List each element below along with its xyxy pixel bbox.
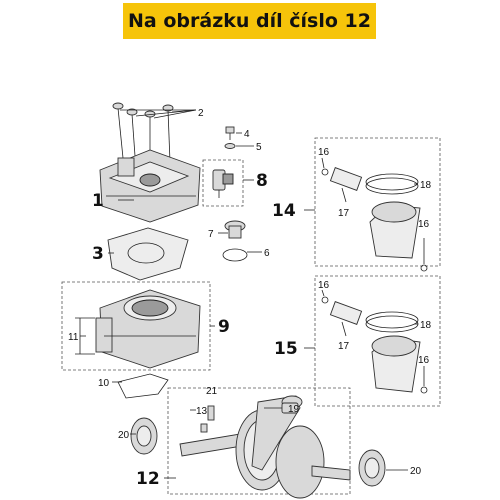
label-15: 15 bbox=[274, 339, 298, 359]
label-17b: 17 bbox=[338, 341, 350, 352]
piston-assembly-upper bbox=[321, 167, 428, 272]
label-17a: 17 bbox=[338, 208, 350, 219]
label-16c: 16 bbox=[318, 280, 330, 291]
group-box-8 bbox=[202, 159, 244, 207]
label-4: 4 bbox=[244, 129, 250, 140]
title-banner: Na obrázku díl číslo 12 bbox=[123, 3, 376, 39]
group-box-14 bbox=[314, 137, 441, 267]
label-8: 8 bbox=[256, 171, 268, 191]
temperature-sensor bbox=[212, 169, 234, 198]
label-1: 1 bbox=[92, 191, 104, 211]
label-7: 7 bbox=[208, 229, 214, 240]
label-16a: 16 bbox=[318, 147, 330, 158]
label-20a: 20 bbox=[118, 430, 130, 441]
piston-assembly-lower bbox=[321, 296, 428, 394]
cylinder bbox=[95, 289, 201, 369]
cylinder-head bbox=[99, 149, 201, 223]
label-16d: 16 bbox=[418, 355, 430, 366]
label-6: 6 bbox=[264, 248, 270, 259]
head-gasket bbox=[107, 227, 189, 281]
leader-lines bbox=[80, 109, 425, 479]
label-21: 21 bbox=[206, 386, 218, 397]
label-5: 5 bbox=[256, 142, 262, 153]
crankshaft bbox=[179, 395, 351, 499]
label-14: 14 bbox=[272, 201, 296, 221]
thermostat bbox=[222, 220, 248, 262]
base-gasket bbox=[117, 373, 169, 399]
label-20b: 20 bbox=[410, 466, 422, 477]
group-box-12 bbox=[167, 387, 351, 495]
label-12: 12 bbox=[136, 469, 160, 489]
label-2: 2 bbox=[198, 108, 204, 119]
bearing-left bbox=[130, 417, 158, 455]
group-box-15 bbox=[314, 275, 441, 407]
label-18a: 18 bbox=[420, 180, 432, 191]
label-13: 13 bbox=[196, 406, 208, 417]
label-18b: 18 bbox=[420, 320, 432, 331]
small-key bbox=[200, 405, 215, 433]
label-3: 3 bbox=[92, 244, 104, 264]
label-11: 11 bbox=[68, 332, 79, 343]
page-title: Na obrázku díl číslo 12 bbox=[128, 10, 371, 32]
label-9: 9 bbox=[218, 317, 230, 337]
label-19: 19 bbox=[288, 404, 300, 415]
bearing-right bbox=[358, 449, 386, 487]
label-10: 10 bbox=[98, 378, 110, 389]
small-bolt bbox=[224, 126, 236, 149]
label-16b: 16 bbox=[418, 219, 430, 230]
